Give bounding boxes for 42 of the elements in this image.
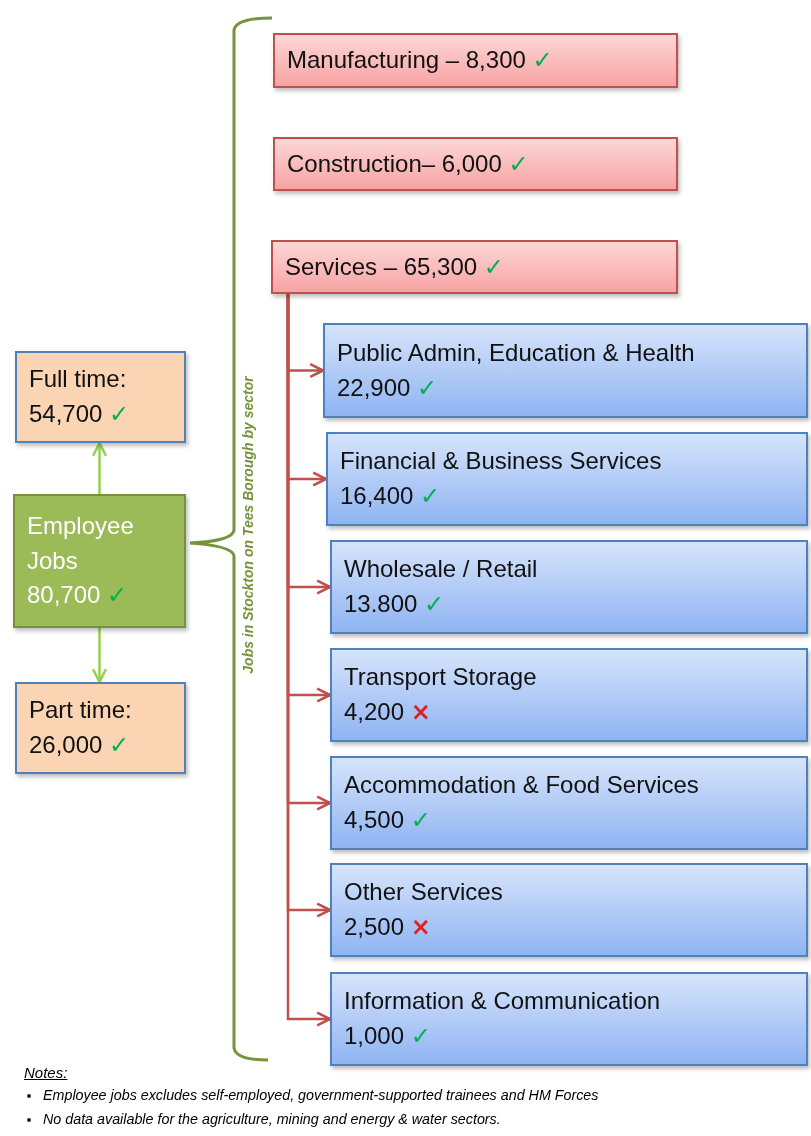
box-label: Transport Storage <box>344 662 538 693</box>
box-value: Manufacturing – 8,300 ✓ <box>287 45 554 77</box>
box-value: 26,000 ✓ <box>29 730 131 761</box>
box-value: 2,500 × <box>344 912 432 943</box>
notes-heading: Notes: <box>24 1064 68 1081</box>
box-value: 4,500 ✓ <box>344 805 432 836</box>
box-label: Wholesale / Retail <box>344 554 539 585</box>
box-label: Full time: <box>29 364 128 395</box>
arrow <box>91 628 108 684</box>
box-label: Employee Jobs <box>27 510 135 576</box>
box-value: Services – 65,300 ✓ <box>285 251 505 283</box>
subsector-box <box>326 432 808 526</box>
subsector-box <box>330 648 808 742</box>
box-value: 54,700 ✓ <box>29 399 131 430</box>
sector-box <box>273 33 678 88</box>
job-type-box <box>15 682 186 774</box>
job-type-box <box>15 351 186 443</box>
sector-box <box>271 240 678 294</box>
subsector-box <box>330 972 808 1066</box>
subsector-box <box>330 540 808 634</box>
box-value: 4,200 × <box>344 697 432 728</box>
sector-box <box>273 137 678 191</box>
bracket-label: Jobs in Stockton on Tees Borough by sector <box>240 376 256 674</box>
note-text: Employee jobs excludes self-employed, government-supported trainees and HM Forces <box>43 1087 599 1103</box>
note-text: No data available for the agriculture, mining and energy & water sectors. <box>43 1111 501 1127</box>
box-label: Financial & Business Services <box>340 446 663 477</box>
box-value: 13.800 ✓ <box>344 589 446 620</box>
box-value: 1,000 ✓ <box>344 1021 432 1052</box>
box-value: 22,900 ✓ <box>337 372 439 404</box>
box-label: Public Admin, Education & Health <box>337 337 696 368</box>
box-value: 80,700 ✓ <box>27 580 129 612</box>
total-box <box>13 494 186 628</box>
arrow <box>91 441 108 494</box>
box-value: Construction– 6,000 ✓ <box>287 148 530 180</box>
subsector-box <box>330 756 808 850</box>
box-value: 16,400 ✓ <box>340 481 442 512</box>
box-label: Information & Communication <box>344 986 662 1017</box>
box-label: Accommodation & Food Services <box>344 770 700 801</box>
subsector-box <box>323 323 808 418</box>
box-label: Other Services <box>344 877 504 908</box>
subsector-box <box>330 863 808 957</box>
box-label: Part time: <box>29 695 133 726</box>
